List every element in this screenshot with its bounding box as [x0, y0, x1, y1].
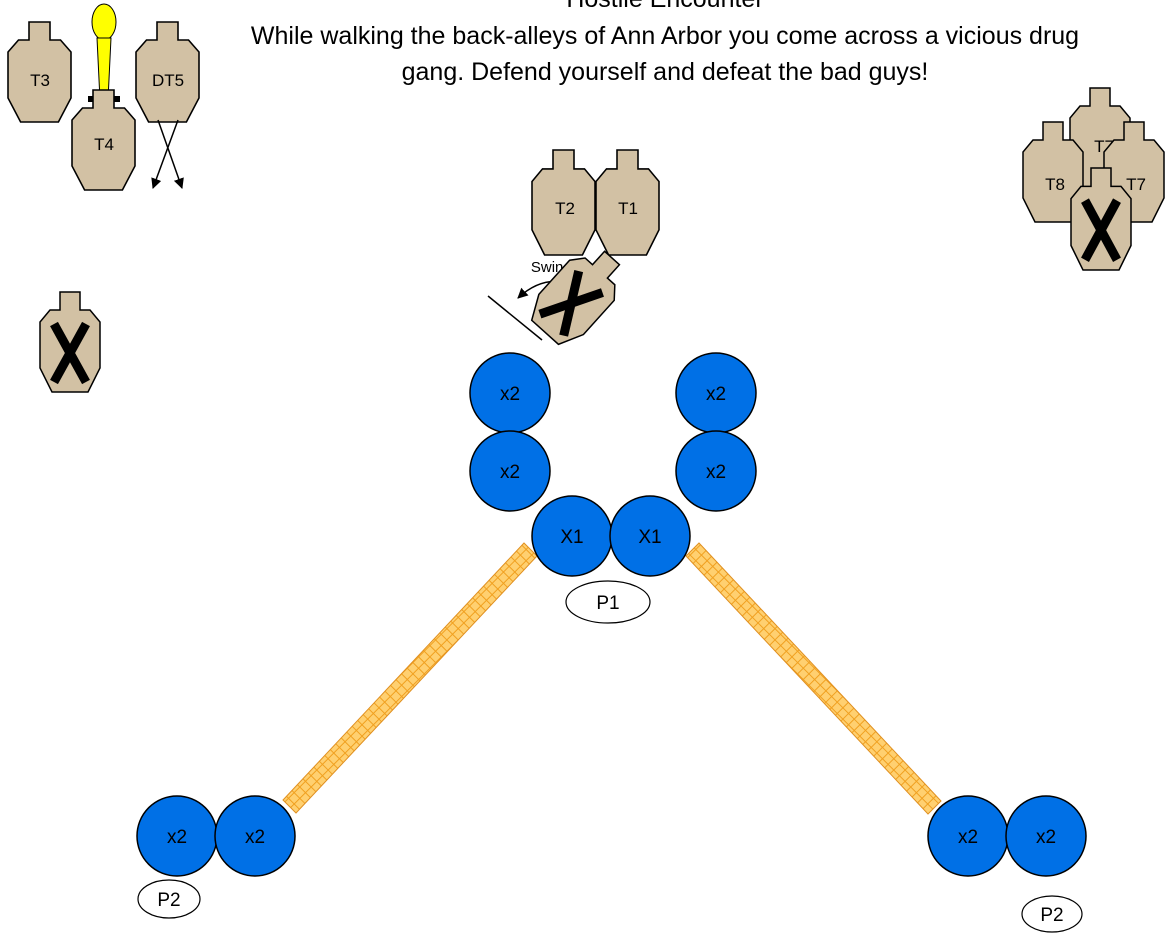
- target-group-top-left: T3 DT5 T4: [7, 3, 200, 191]
- barrel-center-right-label: X1: [638, 527, 661, 548]
- swinger: Swinger: [487, 237, 636, 354]
- popper-activator: [88, 3, 120, 102]
- target-t3-label: T3: [30, 71, 50, 90]
- no-shoot-left: [39, 291, 101, 393]
- barrel-left-top: x2: [469, 352, 551, 434]
- position-p2-right-label: P2: [1040, 905, 1063, 926]
- target-t8-label: T8: [1045, 175, 1065, 194]
- barrel-center-right: X1: [609, 495, 691, 577]
- barrel-center-left-label: X1: [560, 527, 583, 548]
- target-t4-label: T4: [94, 135, 114, 154]
- barrels: x2 x2 x2 x2 X1 X1: [136, 352, 1087, 877]
- target-t2-label: T2: [555, 199, 575, 218]
- barrel-left-mid: x2: [469, 430, 551, 512]
- shooting-positions: P1 P2 P2: [137, 580, 1083, 933]
- barrel-bottom-left-b: x2: [214, 795, 296, 877]
- barrel-center-left: X1: [531, 495, 613, 577]
- barrel-bottom-right-a: x2: [927, 795, 1009, 877]
- barrel-bottom-right-b: x2: [1005, 795, 1087, 877]
- swing-arc-line: [487, 295, 543, 341]
- fault-line-right: [685, 542, 942, 815]
- position-p2-left-label: P2: [157, 890, 180, 911]
- barrel-bottom-left-a: x2: [136, 795, 218, 877]
- target-group-right: T7 T8 T7: [1022, 87, 1165, 271]
- barrel-bottom-left-b-label: x2: [245, 827, 265, 848]
- no-shoot-right: [1070, 167, 1132, 271]
- position-p2-right: P2: [1021, 895, 1083, 933]
- fault-lines: [282, 542, 942, 815]
- fault-line-left: [282, 542, 538, 814]
- barrel-right-top-label: x2: [706, 384, 726, 405]
- stage-header: Hostile Encounter While walking the back…: [240, 0, 1090, 90]
- stage-description: While walking the back-alleys of Ann Arb…: [250, 22, 1080, 86]
- target-t7-right-label: T7: [1126, 175, 1146, 194]
- barrel-right-top: x2: [675, 352, 757, 434]
- barrel-bottom-right-a-label: x2: [958, 827, 978, 848]
- dt5-arrow-right: [157, 119, 184, 189]
- position-p1-label: P1: [596, 593, 619, 614]
- dt5-arrow-left: [151, 119, 179, 189]
- barrel-bottom-left-a-label: x2: [167, 827, 187, 848]
- barrel-bottom-right-b-label: x2: [1036, 827, 1056, 848]
- barrel-right-mid: x2: [675, 430, 757, 512]
- target-group-center: T2 T1: [531, 149, 660, 256]
- barrel-left-top-label: x2: [500, 384, 520, 405]
- stage-title: Hostile Encounter: [240, 0, 1090, 14]
- target-t1-label: T1: [618, 199, 638, 218]
- target-dt5-label: DT5: [152, 71, 184, 90]
- barrel-right-mid-label: x2: [706, 462, 726, 483]
- no-shoot-swinger: [522, 237, 636, 354]
- barrel-left-mid-label: x2: [500, 462, 520, 483]
- position-p1: P1: [565, 580, 651, 624]
- position-p2-left: P2: [137, 879, 201, 919]
